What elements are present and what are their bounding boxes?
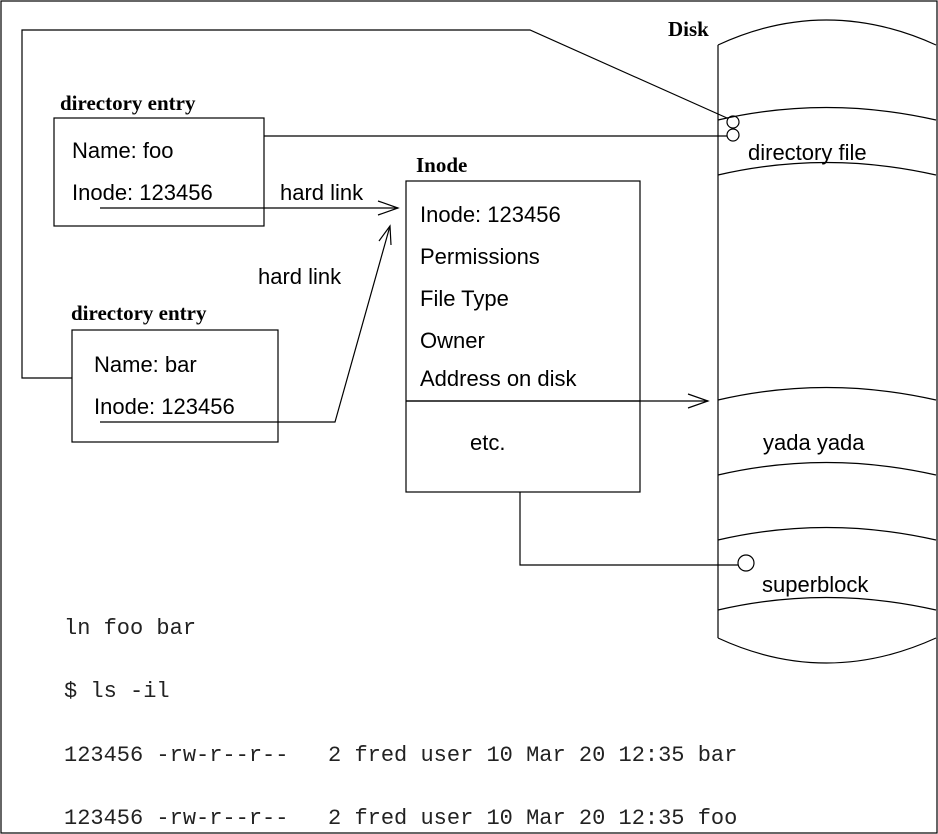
inode-field: Address on disk xyxy=(420,366,578,391)
arrowhead xyxy=(377,200,400,216)
connector-inode-to-superblock xyxy=(519,492,738,566)
directory-entry-name: Name: bar xyxy=(94,352,197,377)
disk-segment-yada-yada: yada yada xyxy=(763,430,865,455)
connector-bar-to-directory-file xyxy=(21,29,728,379)
directory-entry-box xyxy=(71,329,279,443)
inode: Inode Inode: 123456 Permissions File Typ… xyxy=(405,153,641,493)
inode-title: Inode xyxy=(416,153,467,177)
disk-segment-directory-file: directory file xyxy=(748,140,867,165)
directory-entry-name: Name: foo xyxy=(72,138,174,163)
arrowhead xyxy=(687,393,710,409)
disk-band xyxy=(717,596,937,611)
disk-band xyxy=(717,386,937,401)
endpoint-circle xyxy=(726,115,740,129)
inode-field: Owner xyxy=(420,328,485,353)
directory-entry-inode: Inode: 123456 xyxy=(94,394,235,419)
inode-box xyxy=(405,180,641,493)
terminal-output: ln foo bar $ ls -il 123456 -rw-r--r-- 2 … xyxy=(64,616,737,831)
directory-entry-heading: directory entry xyxy=(71,301,207,325)
hard-link-label: hard link xyxy=(258,264,342,289)
directory-entry-bar: directory entry Name: bar Inode: 123456 xyxy=(71,301,279,443)
hard-link-bar xyxy=(100,225,391,423)
inode-field: Inode: 123456 xyxy=(420,202,561,227)
disk-band xyxy=(717,461,937,476)
disk-top-edge xyxy=(717,19,937,46)
terminal-line: 123456 -rw-r--r-- 2 fred user 10 Mar 20 … xyxy=(64,743,737,768)
terminal-line: 123456 -rw-r--r-- 2 fred user 10 Mar 20 … xyxy=(64,806,737,831)
disk-band xyxy=(717,106,937,121)
inode-field: Permissions xyxy=(420,244,540,269)
inode-footer: etc. xyxy=(470,430,505,455)
disk-segment-superblock: superblock xyxy=(762,572,869,597)
disk-band xyxy=(717,161,937,176)
endpoint-circle xyxy=(737,554,755,572)
hard-link-label: hard link xyxy=(280,180,364,205)
disk-bottom-edge xyxy=(717,637,937,664)
directory-entry-box xyxy=(53,117,265,227)
endpoint-circle xyxy=(726,128,740,142)
terminal-line: ln foo bar xyxy=(64,616,196,641)
inode-field: File Type xyxy=(420,286,509,311)
arrowhead xyxy=(378,224,392,246)
terminal-line: $ ls -il xyxy=(64,679,170,704)
directory-entry-heading: directory entry xyxy=(60,91,196,115)
disk-title: Disk xyxy=(668,17,709,41)
directory-entry-inode: Inode: 123456 xyxy=(72,180,213,205)
disk-band xyxy=(717,526,937,541)
disk: Disk directory file yada yada superblock xyxy=(668,17,937,664)
connectors xyxy=(21,29,738,566)
directory-entry-foo: directory entry Name: foo Inode: 123456 xyxy=(53,91,265,227)
